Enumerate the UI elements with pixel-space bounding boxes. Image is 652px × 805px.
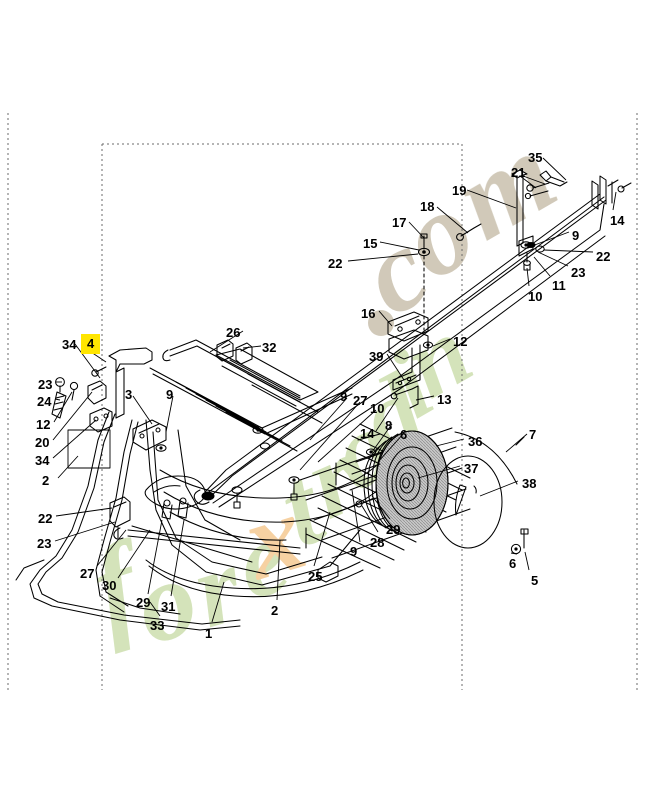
left-fastener-cluster: [51, 347, 153, 469]
wheel-assembly: [349, 430, 529, 555]
callout-16[interactable]: 16: [361, 306, 376, 321]
callout-27[interactable]: 27: [353, 393, 368, 408]
callout-9[interactable]: 9: [350, 544, 358, 559]
callout-22[interactable]: 22: [596, 249, 611, 264]
callout-23[interactable]: 23: [37, 536, 52, 551]
callout-10[interactable]: 10: [370, 401, 385, 416]
callout-29[interactable]: 29: [386, 522, 401, 537]
callout-5[interactable]: 5: [531, 573, 539, 588]
callout-27[interactable]: 27: [80, 566, 95, 581]
callout-11[interactable]: 11: [552, 278, 566, 293]
callout-29[interactable]: 29: [136, 595, 151, 610]
callout-6[interactable]: 6: [509, 556, 517, 571]
grass-catcher-body: [144, 339, 471, 598]
callout-25[interactable]: 25: [308, 569, 323, 584]
callout-7[interactable]: 7: [529, 427, 537, 442]
callout-2[interactable]: 2: [271, 603, 279, 618]
callout-10[interactable]: 10: [528, 289, 543, 304]
callout-32[interactable]: 32: [262, 340, 277, 355]
callout-3[interactable]: 3: [125, 387, 133, 402]
callout-20[interactable]: 20: [35, 435, 50, 450]
callout-19[interactable]: 19: [452, 183, 467, 198]
callout-37[interactable]: 37: [464, 461, 479, 476]
callout-1[interactable]: 1: [205, 626, 213, 641]
callout-21[interactable]: 21: [511, 165, 526, 180]
callout-35[interactable]: 35: [528, 150, 543, 165]
callout-17[interactable]: 17: [392, 215, 407, 230]
callout-34[interactable]: 34: [62, 337, 77, 352]
callout-2[interactable]: 2: [42, 473, 50, 488]
callout-9[interactable]: 9: [340, 389, 348, 404]
callout-38[interactable]: 38: [522, 476, 537, 491]
callout-6[interactable]: 6: [400, 427, 408, 442]
callout-26[interactable]: 26: [226, 325, 241, 340]
callout-15[interactable]: 15: [363, 236, 378, 251]
callout-12[interactable]: 12: [36, 417, 51, 432]
callout-12[interactable]: 12: [453, 334, 468, 349]
callout-14[interactable]: 14: [360, 426, 375, 441]
callout-34[interactable]: 34: [35, 453, 50, 468]
handle-frame: [15, 411, 301, 631]
callout-4-highlighted[interactable]: 4: [81, 334, 101, 354]
callout-23[interactable]: 23: [571, 265, 586, 280]
upper-arm-assembly: [193, 169, 632, 508]
callout-13[interactable]: 13: [437, 392, 452, 407]
callout-31[interactable]: 31: [161, 599, 176, 614]
callout-39[interactable]: 39: [369, 349, 384, 364]
callout-8[interactable]: 8: [385, 418, 393, 433]
callout-22[interactable]: 22: [328, 256, 343, 271]
callout-18[interactable]: 18: [420, 199, 435, 214]
callout-24[interactable]: 24: [37, 394, 52, 409]
callout-14[interactable]: 14: [610, 213, 625, 228]
callout-28[interactable]: 28: [370, 535, 385, 550]
callout-23[interactable]: 23: [38, 377, 53, 392]
callout-30[interactable]: 30: [102, 578, 117, 593]
callout-9[interactable]: 9: [166, 387, 174, 402]
callout-33[interactable]: 33: [150, 618, 165, 633]
callout-22[interactable]: 22: [38, 511, 53, 526]
callout-36[interactable]: 36: [468, 434, 483, 449]
callout-9[interactable]: 9: [572, 228, 580, 243]
